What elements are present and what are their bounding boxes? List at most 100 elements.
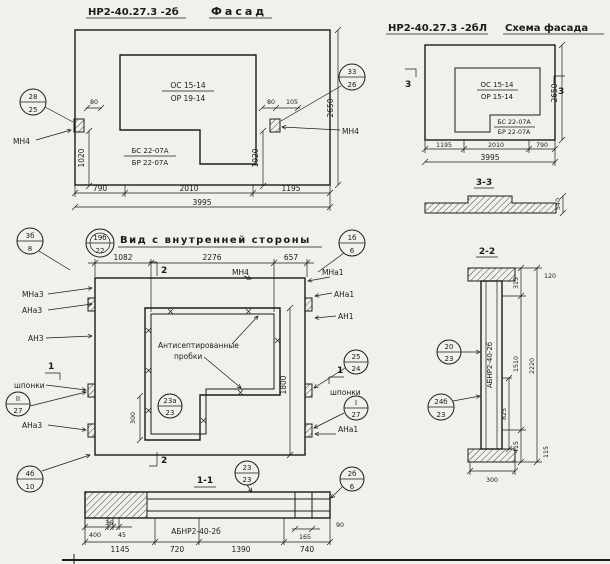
an1-label: АН1 bbox=[338, 312, 354, 321]
section-2-2-bottom-flange bbox=[467, 448, 516, 463]
callout-num: 3б bbox=[26, 232, 35, 240]
dim-ticks bbox=[91, 259, 311, 267]
dim-ticks bbox=[85, 127, 93, 190]
mna3-label: МНа3 bbox=[22, 290, 44, 299]
dim-ticks bbox=[81, 538, 334, 546]
callout-den: 25 bbox=[29, 106, 38, 114]
dim-90: 90 bbox=[336, 522, 344, 529]
dim-315: 315 bbox=[513, 277, 520, 289]
dim-80-left: 80 bbox=[90, 99, 98, 106]
dim-2276: 2276 bbox=[202, 253, 221, 262]
section-2-2-web bbox=[480, 280, 503, 450]
callout-leader bbox=[314, 367, 346, 388]
section-mark bbox=[45, 372, 61, 380]
inner-opening-outer bbox=[144, 307, 281, 441]
key-right-bot bbox=[304, 423, 313, 438]
callout-leader bbox=[246, 484, 252, 492]
ext-lines bbox=[84, 518, 331, 545]
dim-line bbox=[83, 104, 105, 112]
section-mark-2-top: 2 bbox=[161, 266, 167, 276]
ext-lines bbox=[94, 259, 308, 312]
dim-540: 540 bbox=[555, 198, 562, 210]
dim-ticks bbox=[71, 189, 334, 197]
callout-den: 6 bbox=[350, 247, 355, 255]
dim-1145: 1145 bbox=[110, 545, 129, 554]
section-mark bbox=[553, 75, 565, 84]
callout-leader bbox=[29, 392, 86, 407]
section-3-3-title: 3-3 bbox=[476, 178, 492, 188]
dim-1195: 1195 bbox=[436, 142, 452, 149]
dim-105: 105 bbox=[286, 99, 298, 106]
leader bbox=[282, 127, 341, 131]
callout-den: 26 bbox=[348, 81, 357, 89]
dim-line bbox=[291, 525, 320, 533]
dim-1195: 1195 bbox=[281, 184, 300, 193]
callout-den: 23 bbox=[437, 411, 446, 419]
ana3-label-bot: АНа3 bbox=[22, 421, 42, 430]
callout-leader bbox=[314, 412, 345, 428]
facade-os-label: ОС 15-14 bbox=[170, 81, 206, 90]
dim-790: 790 bbox=[93, 184, 108, 193]
mn4-label: МН4 bbox=[232, 268, 249, 277]
callout-den: 24 bbox=[352, 365, 361, 373]
callout-leader bbox=[280, 85, 342, 122]
callout-num: 1б bbox=[348, 234, 357, 242]
plug-marks bbox=[145, 308, 281, 424]
facade-code: НР2-40.27.3 -2б bbox=[88, 6, 179, 18]
facade-opening bbox=[119, 54, 257, 165]
callout-num: 25 bbox=[352, 353, 361, 361]
callout-den: 23 bbox=[243, 476, 252, 484]
dim-ticks bbox=[71, 203, 334, 211]
shponki-label-right: шпонки bbox=[330, 388, 361, 397]
dim-ticks bbox=[259, 127, 267, 190]
anchor-plate-right bbox=[269, 118, 281, 133]
dim-ticks bbox=[286, 304, 294, 459]
leader bbox=[47, 424, 86, 430]
section-2-2-top-flange bbox=[467, 267, 516, 282]
leader bbox=[315, 292, 333, 296]
dim-740: 740 bbox=[300, 545, 315, 554]
dim-1510: 1510 bbox=[513, 356, 520, 372]
callout-den: 8 bbox=[28, 245, 32, 253]
dim-1020-left: 1020 bbox=[77, 148, 86, 167]
dim-ticks bbox=[559, 192, 567, 217]
dim-ticks bbox=[517, 264, 525, 466]
ext-lines bbox=[502, 267, 542, 463]
scheme-os-label: ОС 15-14 bbox=[481, 81, 515, 89]
section-1-1-title: 1-1 bbox=[197, 476, 213, 486]
callout-den: 23 bbox=[166, 409, 175, 417]
dim-300: 300 bbox=[486, 477, 498, 484]
callout-leader bbox=[38, 250, 71, 271]
dim-1800: 1800 bbox=[279, 375, 288, 394]
scheme-title: Схема фасада bbox=[505, 22, 588, 34]
section-1-1-hatch bbox=[84, 491, 148, 519]
section-mark bbox=[149, 261, 158, 276]
ext-lines bbox=[469, 462, 516, 475]
section-mark bbox=[405, 68, 417, 77]
section-3-3-profile bbox=[424, 195, 557, 214]
callout-num: 23 bbox=[243, 464, 252, 472]
facade-scheme-view: НР2-40.27.3 -2бЛ Схема фасада 3 3 ОС 15-… bbox=[386, 22, 604, 166]
dim-2010: 2010 bbox=[488, 142, 504, 149]
callout-leader bbox=[452, 396, 480, 402]
key-left-bot bbox=[87, 423, 96, 438]
section-2-2-part-label: АБНР2-40-2б bbox=[486, 342, 494, 388]
dim-ticks bbox=[505, 374, 513, 453]
dim-1082: 1082 bbox=[113, 253, 132, 262]
key-right-mid bbox=[304, 383, 313, 398]
inner-panel-outline bbox=[94, 277, 306, 456]
inner-view: Вид с внутренней стороны 3б 8 19б 22 1б … bbox=[5, 227, 369, 493]
ext-lines bbox=[424, 140, 556, 166]
dim-300: 300 bbox=[130, 412, 137, 424]
inner-opening-frame bbox=[150, 313, 275, 435]
mn4-label-right: МН4 bbox=[342, 127, 359, 136]
note-line2: пробки bbox=[174, 352, 202, 361]
callout-den: 6 bbox=[350, 483, 355, 491]
mn4-label-left: МН4 bbox=[13, 137, 30, 146]
callout-den: 10 bbox=[26, 483, 35, 491]
scheme-bs-label: БС 22-07А bbox=[497, 119, 531, 126]
dim-36: 36 bbox=[105, 520, 113, 527]
dim-790: 790 bbox=[536, 142, 548, 149]
leader bbox=[308, 276, 331, 281]
